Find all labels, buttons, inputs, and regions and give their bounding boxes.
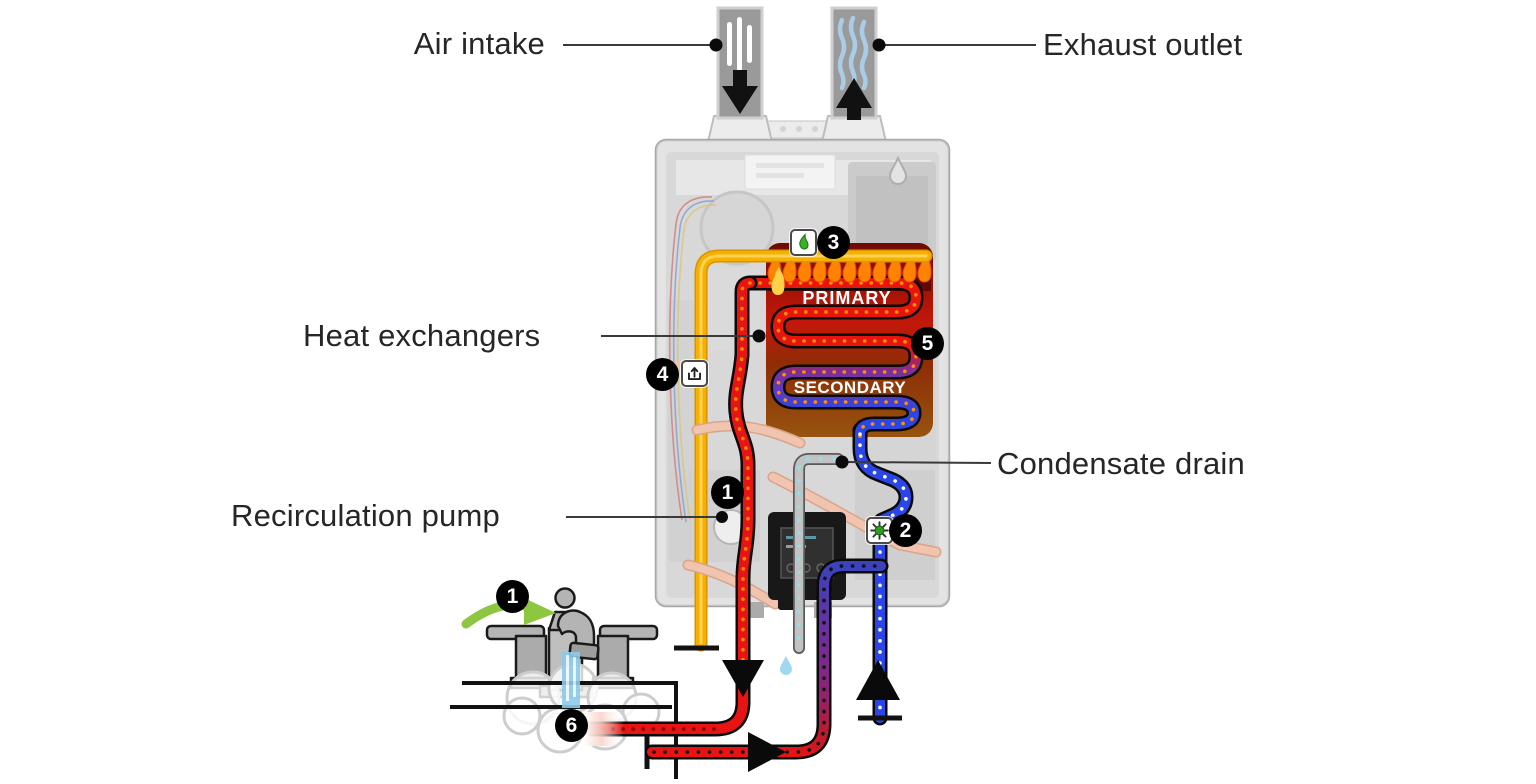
cold-water-up-arrow-icon: [856, 660, 900, 700]
flow-sensor-icon: [866, 517, 893, 544]
water-drop-mark: [888, 155, 908, 185]
callout-1-faucet: 1: [496, 580, 529, 613]
heat-exchangers-label: Heat exchangers: [303, 318, 541, 353]
air-intake-pipe: [716, 6, 764, 120]
wiring-harness: [668, 196, 717, 523]
air-intake-label: Air intake: [413, 26, 545, 61]
exhaust-up-arrow-icon: [836, 78, 872, 120]
secondary-coil-label: SECONDARY: [794, 378, 907, 397]
vent-collars: [706, 115, 888, 143]
burner-flame-icon: [790, 229, 817, 256]
air-intake-slots: [727, 17, 752, 72]
leader-dots: [709, 38, 886, 523]
gas-line: [674, 249, 933, 652]
hot-water-down-arrow-icon: [722, 660, 764, 697]
recirculation-pump-label: Recirculation pump: [231, 498, 500, 533]
exhaust-pipe: [830, 6, 878, 120]
callout-3-burner: 3: [817, 226, 850, 259]
recirculation-right-arrow-icon: [748, 732, 786, 772]
exhaust-vent-icon: [681, 360, 708, 387]
callout-6-hot-outlet: 6: [555, 709, 588, 742]
callout-2-flow-sensor: 2: [889, 514, 922, 547]
water-stream: [562, 652, 580, 708]
primary-coil-label: PRIMARY: [802, 288, 891, 308]
air-intake-down-arrow-icon: [722, 70, 758, 114]
callout-5-heat-exchanger: 5: [911, 327, 944, 360]
callout-4-vent: 4: [646, 358, 679, 391]
hot-water-fade: [584, 712, 624, 746]
condensate-drain-tube: [780, 453, 844, 675]
heat-exchanger-coil: [748, 275, 924, 444]
callout-1-recirculation-pump: 1: [711, 476, 744, 509]
exhaust-wave-icons: [837, 15, 869, 91]
exhaust-outlet-label: Exhaust outlet: [1043, 27, 1243, 62]
condensate-droplet: [780, 656, 792, 675]
hot-water-line: [584, 275, 764, 746]
recirculation-line: [644, 558, 889, 772]
leader-lines: [563, 44, 1036, 518]
condensate-drain-label: Condensate drain: [997, 446, 1245, 481]
